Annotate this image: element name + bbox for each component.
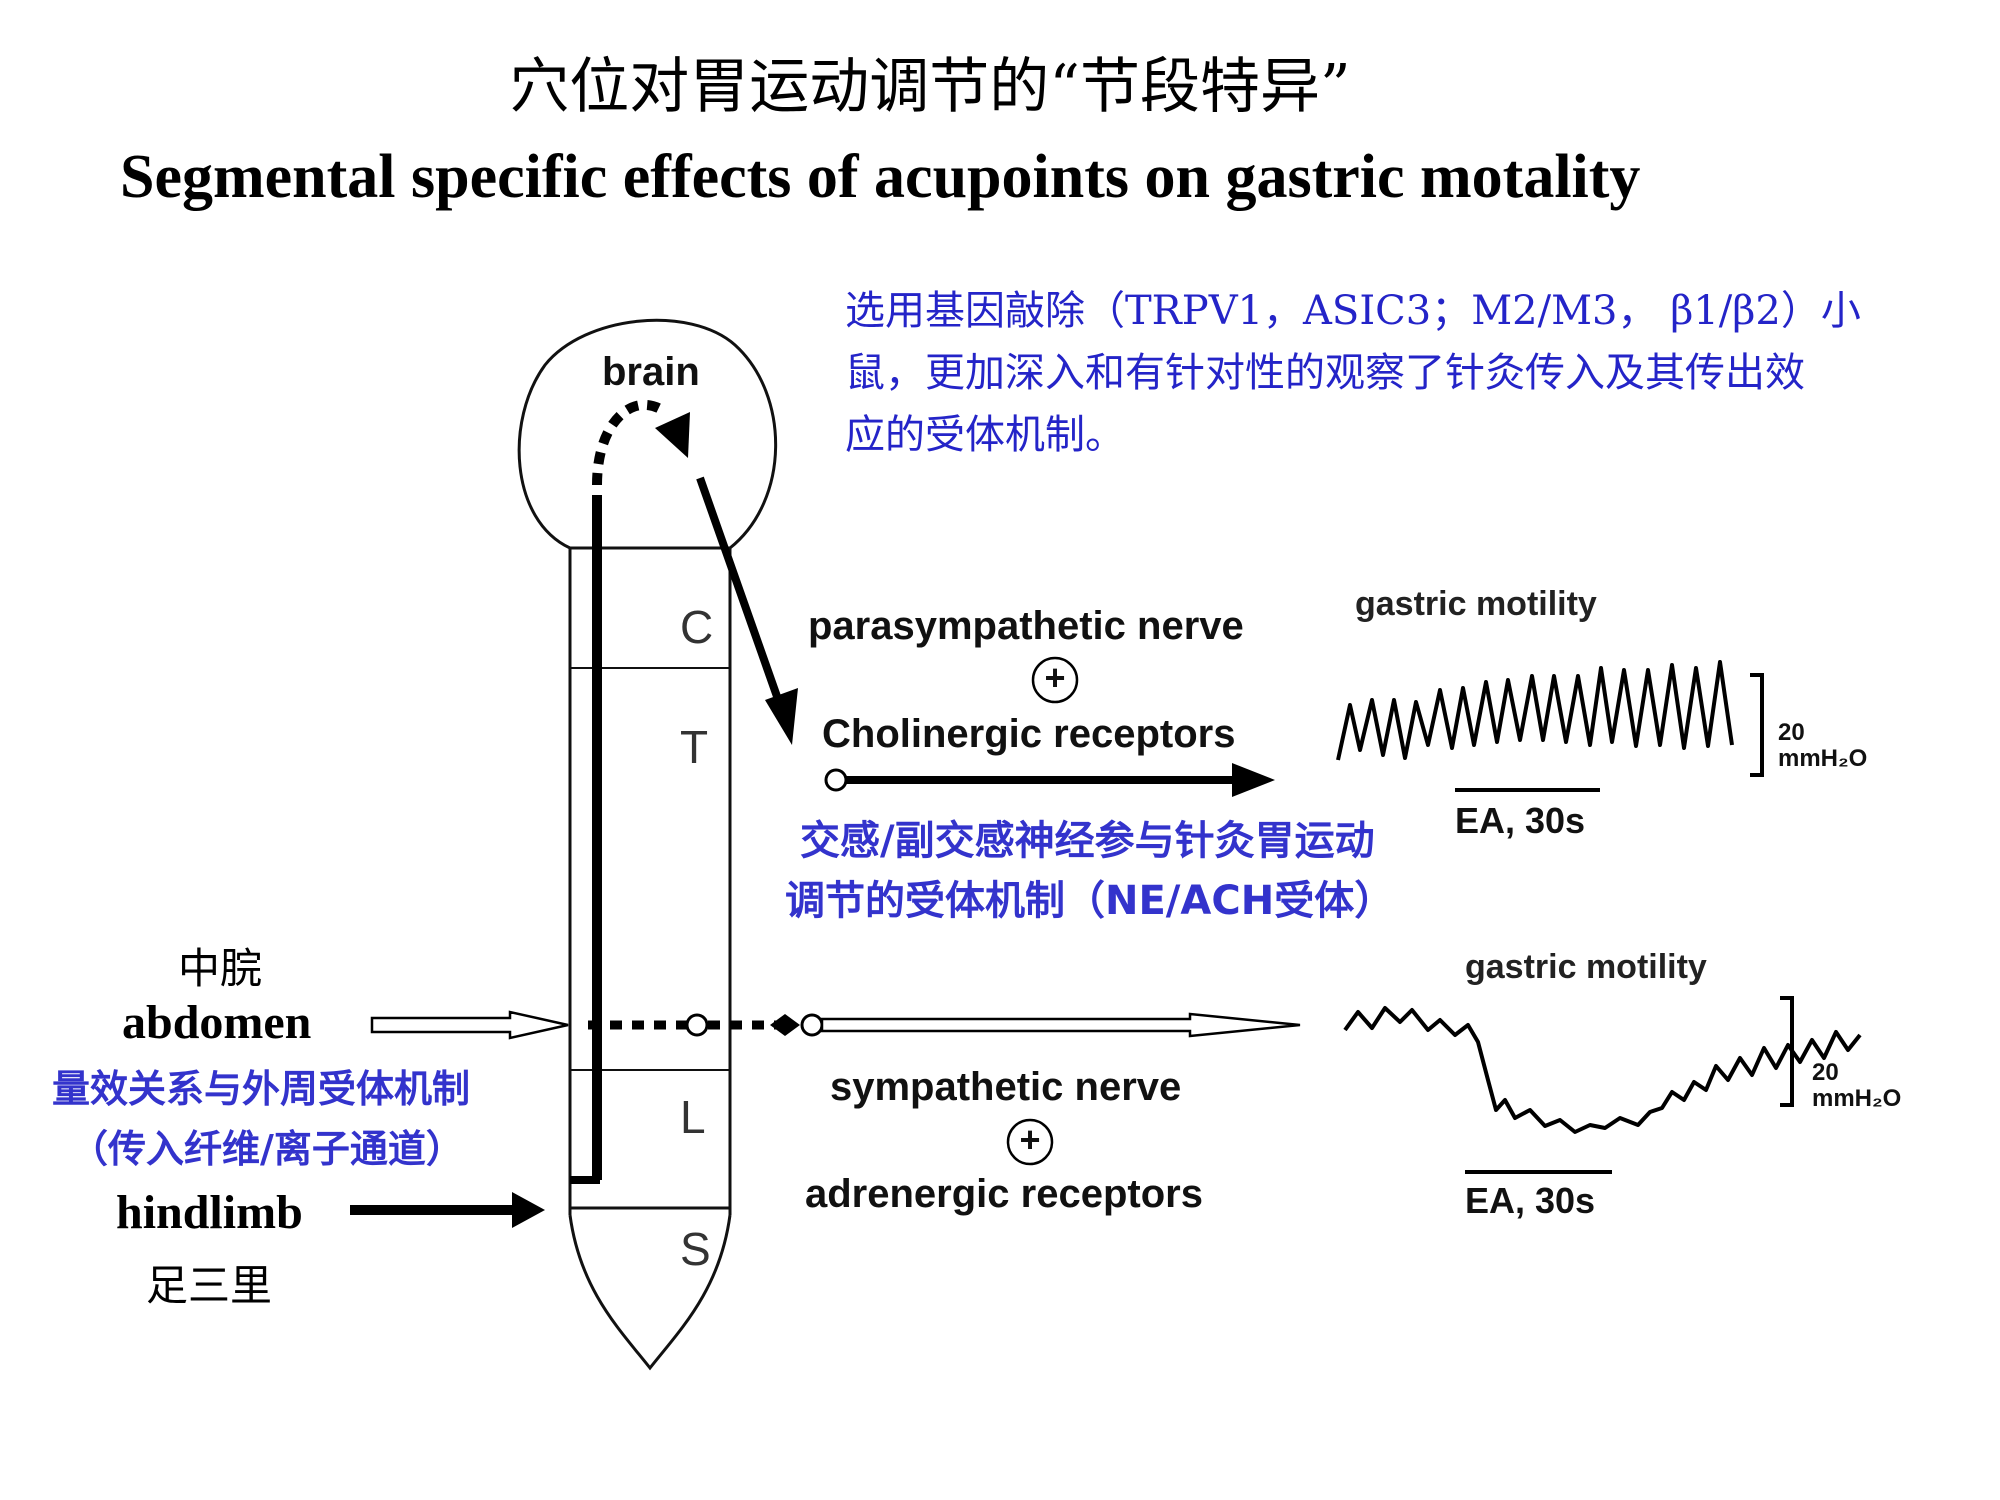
adrenergic-receptors-label: adrenergic receptors xyxy=(805,1172,1203,1216)
receptor-mechanism-line-1: 交感/副交感神经参与针灸胃运动 xyxy=(800,818,1375,864)
brain-dotted-arc xyxy=(592,399,668,486)
brain-label: brain xyxy=(602,350,700,394)
cholinergic-receptors-label: Cholinergic receptors xyxy=(822,712,1236,756)
efferent-diagonal xyxy=(696,476,784,707)
segment-c-label: C xyxy=(680,601,714,653)
note-line: 应的受体机制。 xyxy=(845,412,1125,458)
hindlimb-label: hindlimb xyxy=(116,1186,303,1239)
abdomen-label: abdomen xyxy=(122,996,312,1049)
abdomen-open-arrow xyxy=(370,1010,569,1040)
diamond-marker xyxy=(770,1014,800,1036)
segment-l-label: L xyxy=(680,1091,706,1143)
segment-s-label: S xyxy=(680,1223,711,1275)
sympathetic-nerve-label: sympathetic nerve xyxy=(830,1065,1182,1109)
page-title-english: Segmental specific effects of acupoints … xyxy=(120,143,1641,211)
lower-scale-bracket xyxy=(1780,996,1794,1107)
page-title-chinese: 穴位对胃运动调节的“节段特异” xyxy=(509,52,1351,122)
lower-plus-circle xyxy=(1006,1118,1054,1166)
upper-plus-sign: + xyxy=(1044,657,1066,698)
receptor-mechanism-line-2: 调节的受体机制（NE/ACH受体） xyxy=(785,878,1395,924)
zusanli-label: 足三里 xyxy=(146,1261,273,1310)
efferent-arrowhead xyxy=(765,688,798,745)
upper-scale-bracket xyxy=(1750,673,1764,777)
lower-trace-title: gastric motility xyxy=(1465,948,1707,986)
segment-t-label: T xyxy=(680,721,709,773)
upper-ea-label: EA, 30s xyxy=(1455,800,1586,841)
lower-motility-trace xyxy=(1343,1006,1862,1134)
upper-scale-unit: mmH₂O xyxy=(1778,745,1868,772)
lower-plus-sign: + xyxy=(1019,1119,1041,1160)
brain-outline xyxy=(517,318,778,550)
parasympathetic-nerve-label: parasympathetic nerve xyxy=(808,604,1244,648)
lower-ea-label: EA, 30s xyxy=(1465,1180,1596,1221)
upper-arrow-origin xyxy=(824,768,848,792)
upper-scale-value: 20 xyxy=(1778,719,1805,746)
gene-knockout-note: 选用基因敲除（TRPV1，ASIC3；M2/M3， β1/β2）小 鼠，更加深入… xyxy=(845,280,1945,466)
note-line: 选用基因敲除（TRPV1，ASIC3；M2/M3， β1/β2）小 xyxy=(845,288,1861,334)
note-line: 鼠，更加深入和有针对性的观察了针灸传入及其传出效 xyxy=(845,350,1805,396)
upper-trace-title: gastric motility xyxy=(1355,585,1597,623)
upper-motility-trace xyxy=(1336,660,1734,761)
lower-scale-value: 20 xyxy=(1812,1059,1839,1086)
zhongwan-label: 中脘 xyxy=(178,944,263,993)
dose-effect-line-2: （传入纤维/离子通道） xyxy=(70,1127,464,1171)
dose-effect-line-1: 量效关系与外周受体机制 xyxy=(52,1067,471,1111)
lower-scale-unit: mmH₂O xyxy=(1812,1085,1902,1112)
lower-open-arrow xyxy=(820,1012,1301,1038)
brain-arrowhead xyxy=(655,412,690,458)
upper-plus-circle xyxy=(1031,656,1079,704)
